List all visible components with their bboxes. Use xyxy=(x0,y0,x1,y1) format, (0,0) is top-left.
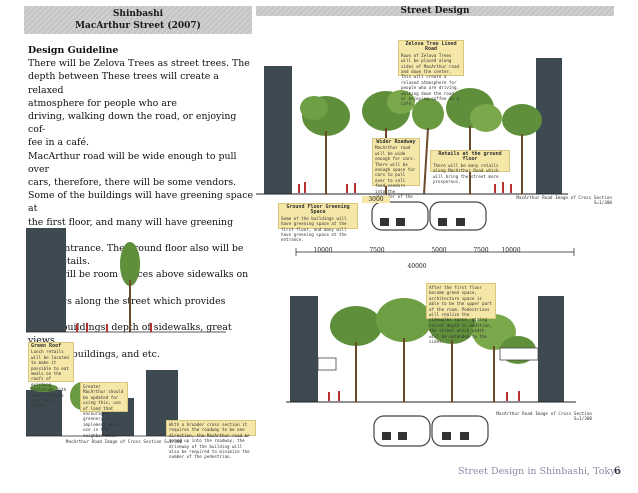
note-wider-roadway: Wider Roadway MacArthur road will be wid… xyxy=(372,138,420,204)
tunnel-left xyxy=(373,415,431,447)
guideline-line: driving, walking down the road, or enjoy… xyxy=(28,111,237,136)
dim-7500-right: 7500 xyxy=(473,247,489,254)
guideline-line: cars, therefore, there will be some vend… xyxy=(28,177,237,189)
room-space-left xyxy=(317,357,337,371)
dim-10000-right: 10000 xyxy=(501,247,521,254)
dimension-3000: 3000 xyxy=(362,196,390,203)
header-line1: Shinbashi xyxy=(112,9,164,19)
guideline-line: There will be Zelova Trees as street tre… xyxy=(28,58,250,70)
right-header: Street Design xyxy=(256,6,614,16)
building-left xyxy=(290,296,318,402)
note-bottom: With a broader cross section it requires… xyxy=(166,420,256,459)
note-text: Lunch retails will be located to make it… xyxy=(31,349,69,409)
guideline-line: from the buildings, and etc. xyxy=(28,348,160,360)
note-text: With a broader cross section it requires… xyxy=(169,422,250,460)
note-text: MacArthur road will be wide enough for c… xyxy=(375,145,416,204)
note-title: Retails at the ground floor xyxy=(438,151,502,163)
room-space-right xyxy=(499,347,539,361)
pedestrians xyxy=(298,182,512,193)
left-section-caption: MacArthur Road Image of Cross Section S=… xyxy=(64,440,184,445)
caption-text: MacArthur Road Image of Cross Section xyxy=(516,196,612,201)
note-title: Wider Roadway xyxy=(376,139,416,145)
roof-greenery xyxy=(30,384,58,392)
tree-canopy xyxy=(300,88,542,136)
building-right xyxy=(538,296,564,402)
guideline-line: MacArthur road will be wide enough to pu… xyxy=(28,150,237,175)
note-text: After the first floor become green space… xyxy=(429,285,493,345)
note-retails: Retails at the ground floor There will b… xyxy=(430,150,510,184)
dim-5000: 5000 xyxy=(431,247,447,254)
cars xyxy=(380,218,465,226)
building-tall xyxy=(26,228,66,332)
caption-text: MacArthur Road Image of Cross Section xyxy=(65,440,162,445)
cars xyxy=(382,432,469,440)
note-zelova-trees: Zelova Tree Lined Road Rows of Zelova Tr… xyxy=(398,40,464,106)
note-mid: Greater MacArthur should be updated for … xyxy=(80,382,128,438)
footer-text: Street Design in Shinbashi, Tokyo xyxy=(458,466,622,477)
note-green-roof: Green Roof Lunch retails will be located… xyxy=(28,342,74,408)
caption-scale: S=1/300 xyxy=(164,440,183,445)
dim-7500-left: 7500 xyxy=(369,247,385,254)
pedestrians xyxy=(76,323,152,332)
note-text: Some of the buildings will have greening… xyxy=(281,215,347,243)
note-greening-space: Ground Floor Greening Space Some of the … xyxy=(278,203,358,242)
caption-scale: S=1/300 xyxy=(593,201,612,206)
caption-text: MacArthur Road Image of Cross Section xyxy=(496,412,592,417)
building-left xyxy=(264,66,292,194)
section1-caption: MacArthur Road Image of Cross Section S=… xyxy=(470,196,612,206)
note-room-spaces: After the first floor become green space… xyxy=(426,283,496,344)
dim-total: 40000 xyxy=(407,263,427,270)
header-line2: MacArthur Street (2007) xyxy=(75,21,201,31)
note-text: There will be many retails along MacArth… xyxy=(433,162,499,185)
tall-tree-canopy xyxy=(120,242,140,286)
note-text: Rows of Zelova Trees will be placed alon… xyxy=(401,52,459,107)
guideline-title: Design Guideline xyxy=(28,45,119,56)
guideline-line: fee in a café. xyxy=(28,137,89,149)
note-title: Green Roof xyxy=(31,343,62,349)
guideline-line: depth between These trees will create a … xyxy=(28,71,219,96)
caption-scale: S=1/300 xyxy=(573,417,592,422)
left-section-illustration xyxy=(26,228,248,437)
page-number: 6 xyxy=(614,466,621,477)
guideline-line: atmosphere for people who are xyxy=(28,97,177,109)
section2-caption: MacArthur Road Image of Cross Section S=… xyxy=(460,412,592,422)
dim-10000-left: 10000 xyxy=(313,247,333,254)
building-lower-left xyxy=(26,390,62,436)
pedestrians xyxy=(328,391,520,401)
right-header-title: Street Design xyxy=(400,6,470,16)
note-text: Greater MacArthur should be updated for … xyxy=(83,384,124,438)
dimension-lines xyxy=(295,248,575,256)
tree-trunks xyxy=(355,338,495,402)
guideline-line: Some of the buildings will have greening… xyxy=(28,190,254,215)
note-title: Ground Floor Greening Space xyxy=(286,204,350,216)
note-title: Zelova Tree Lined Road xyxy=(405,41,457,53)
cross-section-1-illustration xyxy=(256,58,575,256)
left-header: Shinbashi MacArthur Street (2007) xyxy=(24,6,252,34)
